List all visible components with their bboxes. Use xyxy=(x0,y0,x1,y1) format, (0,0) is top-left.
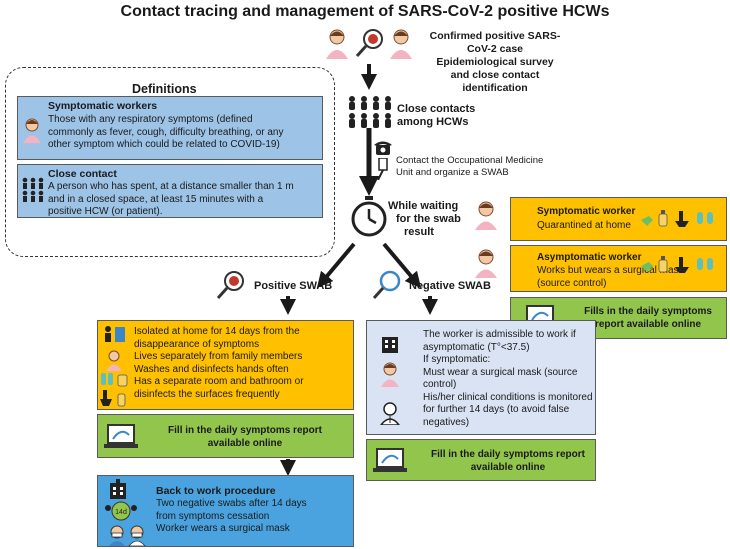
female-worker-icon xyxy=(386,27,416,59)
female-worker-icon xyxy=(473,200,499,230)
negative-swab-box: The worker is admissible to work if asym… xyxy=(366,320,596,435)
hospital-icon xyxy=(108,479,128,499)
asymptomatic-worker-text: Works but wears a surgical mask (source … xyxy=(537,265,684,289)
close-contact-definition-text: A person who has spent, at a distance sm… xyxy=(48,181,294,217)
virus-magnifier-icon xyxy=(354,27,386,59)
waiting-text: While waiting for the swab result xyxy=(388,200,461,238)
negative-report-text: Fill in the daily symptoms report availa… xyxy=(431,449,585,473)
phone-icon xyxy=(374,140,392,156)
svg-text:14d: 14d xyxy=(115,509,127,516)
definitions-panel: Definitions Symptomatic workers Those wi… xyxy=(5,67,335,257)
hospital-icon xyxy=(381,333,399,353)
masked-worker-icon xyxy=(108,524,148,546)
doctor-icon xyxy=(379,401,401,425)
hand-wash-icon xyxy=(100,371,130,387)
group-icon xyxy=(21,177,45,203)
asymptomatic-worker-card: Asymptomatic worker Works but wears a su… xyxy=(475,245,727,292)
swab-icon xyxy=(376,158,390,180)
definitions-heading: Definitions xyxy=(132,82,197,96)
negative-swab-text: The worker is admissible to work if asym… xyxy=(423,329,593,428)
magnifier-icon xyxy=(372,270,402,300)
positive-swab-text: Isolated at home for 14 days from the di… xyxy=(134,326,304,400)
female-worker-icon xyxy=(21,117,43,143)
back-to-work-text: Two negative swabs after 14 days from sy… xyxy=(156,498,307,534)
negative-swab-label: Negative SWAB xyxy=(409,280,491,292)
contact-medicine-text: Contact the Occupational Medicine Unit a… xyxy=(396,155,544,178)
back-to-work-title: Back to work procedure xyxy=(156,485,276,497)
hygiene-icons xyxy=(639,208,723,228)
female-worker-icon xyxy=(473,248,499,278)
symptomatic-worker-text: Quarantined at home xyxy=(537,220,631,231)
laptop-icon xyxy=(104,421,138,453)
page-title: Contact tracing and management of SARS-C… xyxy=(120,3,610,20)
symptomatic-definition: Symptomatic workers Those with any respi… xyxy=(17,96,323,160)
female-worker-icon xyxy=(322,27,352,59)
symptomatic-worker-title: Symptomatic worker xyxy=(537,206,636,217)
symptomatic-worker-card: Symptomatic worker Quarantined at home xyxy=(475,197,727,241)
female-worker-icon xyxy=(379,361,401,387)
isolation-icon xyxy=(102,325,126,343)
positive-swab-box: Isolated at home for 14 days from the di… xyxy=(97,320,354,410)
positive-report-card: Fill in the daily symptoms report availa… xyxy=(97,414,354,458)
symptomatic-definition-title: Symptomatic workers xyxy=(48,100,158,112)
female-worker-icon xyxy=(104,349,124,371)
close-contact-definition-title: Close contact xyxy=(48,168,117,180)
stopwatch-icon xyxy=(349,196,389,238)
virus-magnifier-icon xyxy=(216,270,246,300)
positive-report-text: Fill in the daily symptoms report availa… xyxy=(168,425,322,449)
confirmed-case-text: Confirmed positive SARS- CoV-2 case Epid… xyxy=(429,30,561,94)
laptop-icon xyxy=(373,445,407,477)
asymptomatic-worker-title: Asymptomatic worker xyxy=(537,252,642,263)
back-to-work-box: 14d Back to work procedure Two negative … xyxy=(97,475,354,547)
symptomatic-definition-text: Those with any respiratory symptoms (def… xyxy=(48,114,284,150)
positive-swab-label: Positive SWAB xyxy=(254,280,333,292)
group-icon xyxy=(346,95,394,129)
bathroom-icon xyxy=(100,389,130,407)
close-contacts-text: Close contacts among HCWs xyxy=(397,103,476,128)
hygiene-icons xyxy=(639,254,723,274)
negative-report-card: Fill in the daily symptoms report availa… xyxy=(366,439,596,481)
close-contact-definition: Close contact A person who has spent, at… xyxy=(17,164,323,218)
negative-swab-icon: 14d xyxy=(104,500,138,522)
